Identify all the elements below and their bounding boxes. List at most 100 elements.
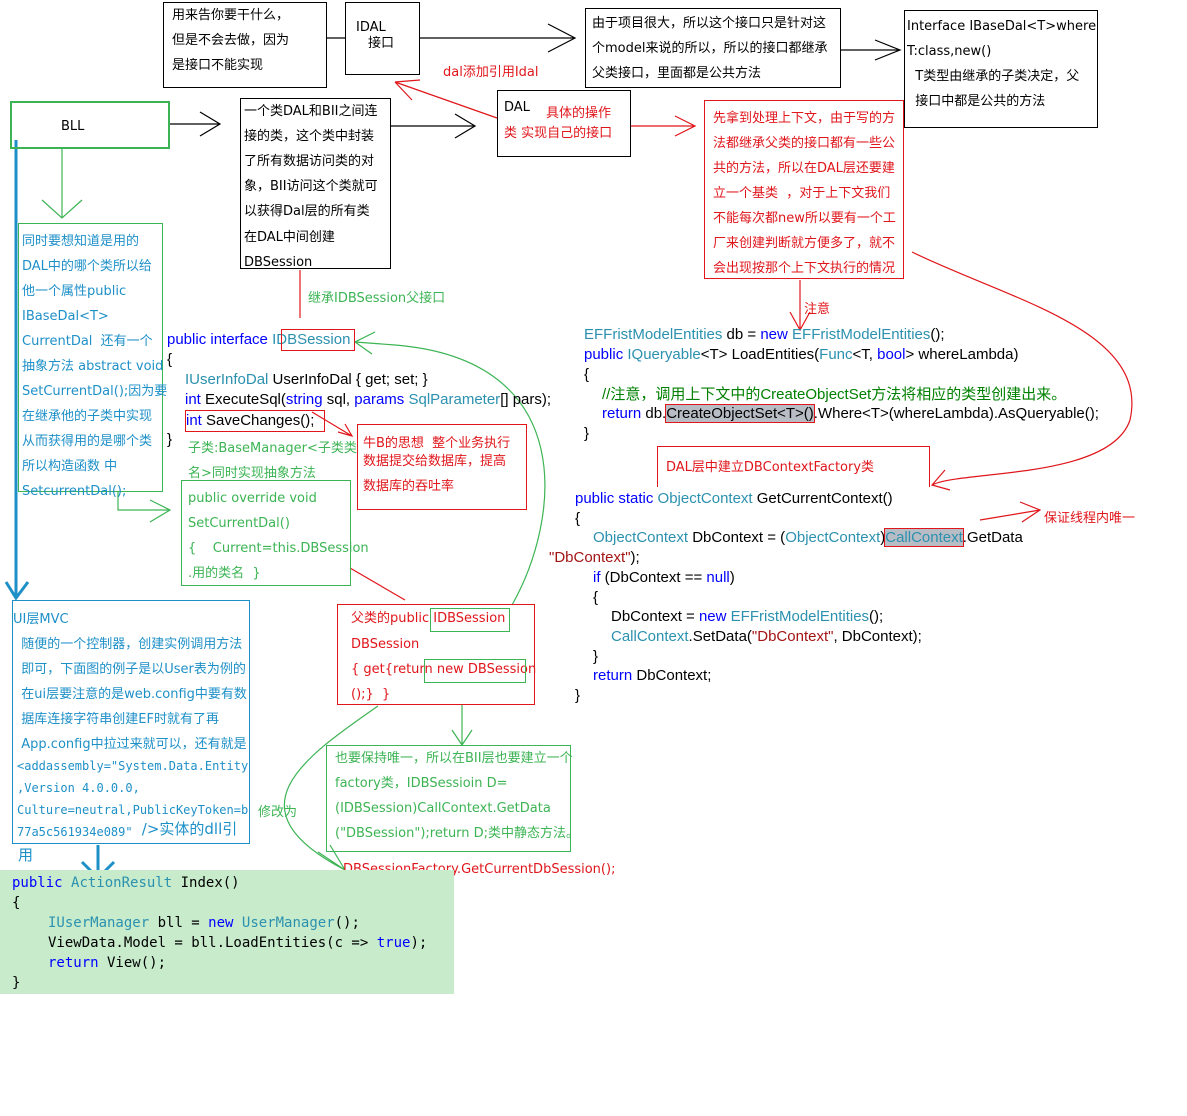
bll-note-line-9: 从而获得用的是哪个类 — [22, 434, 153, 449]
bll-note-line-7: SetCurrentDal();因为要 — [22, 384, 168, 399]
code-factory-line-1: public static ObjectContext GetCurrentCo… — [575, 490, 893, 507]
code-factory-line-8: CallContext.SetData("DbContext", DbConte… — [611, 628, 922, 645]
code-controller-line-6: } — [12, 975, 21, 991]
ibasedal-line-4: 接口中都是公共的方法 — [907, 94, 1046, 109]
ibasedal-line-3: T类型由继承的子类决定，父 — [907, 69, 1080, 84]
code-factory-line-4: "DbContext"); — [549, 549, 640, 566]
arrow-bll-to-note — [41, 148, 83, 219]
purpose-note-box: 用来告你要干什么， 但是不会去做，因为 是接口不能实现 — [163, 2, 327, 88]
code-entities-line-6: } — [584, 425, 590, 442]
arrow-bll-to-dbsession — [170, 111, 222, 137]
idbsession-highlight — [281, 329, 355, 351]
arrow-note-down — [789, 280, 811, 332]
code-interface-line-2: { — [167, 351, 173, 368]
bll-note-line-10: 所以构造函数 中 — [22, 459, 118, 474]
bll-note-box: 同时要想知道是用的 DAL中的哪个类所以给 他一个属性public IBaseD… — [18, 223, 167, 499]
factory-label-box: DAL层中建立DBContextFactory类 — [657, 446, 930, 487]
ui-mvc-mono-2: ,Version 4.0.0.0, — [17, 781, 140, 795]
unit-of-work-line-3: 数据库的吞吐率 — [363, 479, 455, 494]
arrow-idal-to-desc — [420, 23, 577, 53]
parent-prop-line-4: ();} } — [351, 687, 391, 702]
bll-note-line-3: 他一个属性public — [22, 284, 127, 299]
dbsession-desc-line-6: 在DAL中间创建 — [244, 230, 335, 245]
arrow-callcontext-to-unique — [979, 501, 1042, 523]
dbsession-desc-line-2: 接的类，这个类中封装 — [244, 129, 375, 144]
idal-desc-line-2: 个model来说的所以，所以的接口都继承 — [592, 41, 828, 56]
idal-subtitle: 接口 — [368, 36, 395, 51]
override-line-3: { Current=this.DBSession — [188, 541, 369, 556]
dbsession-desc-line-1: 一个类DAL和BII之间连 — [244, 104, 378, 119]
attention-label: 注意 — [804, 302, 831, 317]
code-entities-line-3: { — [584, 366, 590, 383]
line-override-to-parent — [349, 567, 406, 601]
idal-box: IDAL 接口 — [345, 2, 420, 75]
bll-note-line-2: DAL中的哪个类所以给 — [22, 259, 152, 274]
bll-note-line-8: 在继承他的子类中实现 — [22, 409, 153, 424]
parent-prop-line-1: 父类的public IDBSession — [351, 611, 506, 626]
code-controller-line-5: return View(); — [48, 955, 167, 971]
dbsession-desc-line-4: 象，BII访问这个类就可 — [244, 179, 378, 194]
dal-ops-line-1: 具体的操作 — [546, 106, 612, 121]
code-factory-line-2: { — [575, 510, 581, 527]
ui-mvc-line-5: App.config中拉过来就可以，还有就是 — [13, 737, 247, 752]
arrow-parent-to-factory — [451, 705, 473, 747]
ui-mvc-line-3: 在ui层要注意的是web.config中要有数 — [13, 687, 247, 702]
code-factory-line-3: ObjectContext DbContext = (ObjectContext… — [593, 528, 1023, 547]
code-controller-line-2: { — [12, 895, 21, 911]
bll-note-line-11: SetcurrentDal(); — [22, 484, 127, 499]
subclass-note-line-2: 名>同时实现抽象方法 — [188, 466, 316, 481]
factory-label-text: DAL层中建立DBContextFactory类 — [666, 460, 875, 475]
context-line-3: 共的方法，所以在DAL层还要建 — [713, 161, 895, 176]
context-line-5: 不能每次都new所以要有一个工 — [713, 211, 896, 226]
code-factory-line-6: { — [593, 589, 599, 606]
code-entities-line-1: EFFristModelEntities db = new EFFristMod… — [584, 326, 945, 343]
ui-mvc-line-2: 即可，下面图的例子是以User表为例的 — [13, 662, 246, 677]
inherit-label: 继承IDBSession父接口 — [308, 291, 446, 306]
code-controller-line-3: IUserManager bll = new UserManager(); — [48, 915, 360, 931]
unit-of-work-line-1: 牛B的思想 整个业务执行 — [363, 436, 511, 451]
ibasedal-line-2: T:class,new() — [907, 44, 992, 59]
idal-desc-line-1: 由于项目很大，所以这个接口只是针对这 — [592, 16, 827, 31]
ibasedal-line-1: Interface IBaseDal<T>where — [907, 19, 1097, 34]
override-line-2: SetCurrentDal() — [188, 516, 290, 531]
code-entities-line-2: public IQueryable<T> LoadEntities(Func<T… — [584, 346, 1019, 363]
modify-label: 修改为 — [258, 805, 298, 820]
bll-factory-line-3: (IDBSession)CallContext.GetData — [335, 801, 551, 816]
arrow-bll-to-ui — [4, 140, 30, 601]
bll-factory-line-2: factory类，IDBSessioin D= — [335, 776, 508, 791]
context-line-2: 法都继承父类的接口都有一些公 — [713, 136, 896, 151]
override-box: public override void SetCurrentDal() { C… — [181, 480, 369, 586]
ui-mvc-tail: />实体的dll引 — [137, 820, 238, 838]
code-factory-line-11: } — [575, 687, 581, 704]
arrow-dal-to-idal — [394, 79, 498, 119]
purpose-line-1: 用来告你要干什么， — [172, 8, 290, 23]
arrow-dal-to-context — [631, 115, 697, 137]
unit-of-work-line-2: 数据提交给数据库，提高 — [363, 454, 507, 469]
code-entities-line-4: //注意，调用上下文中的CreateObjectSet方法将相应的类型创建出来。 — [602, 386, 1067, 403]
context-line-1: 先拿到处理上下文，由于写的方 — [713, 111, 896, 126]
context-line-4: 立一个基类 ，对于上下文我们 — [713, 186, 891, 201]
code-interface-line-3: IUserInfoDal UserInfoDal { get; set; } — [185, 371, 428, 388]
code-interface-line-1: public interface IDBSession — [167, 331, 351, 348]
idal-desc-line-3: 父类接口，里面都是公共方法 — [592, 66, 762, 81]
parent-property-box: 父类的public IDBSession DBSession { get{ret… — [337, 604, 537, 705]
dbsession-desc-box: 一个类DAL和BII之间连 接的类，这个类中封装 了所有数据访问类的对 象，BI… — [240, 98, 391, 270]
parent-prop-new-highlight — [424, 659, 526, 683]
ui-mvc-mono-3: Culture=neutral,PublicKeyToken=b — [17, 803, 249, 817]
ui-mvc-line-4: 据库连接字符串创建EF时就有了再 — [13, 712, 219, 727]
code-factory-line-7: DbContext = new EFFristModelEntities(); — [611, 608, 884, 625]
subclass-note-line-1: 子类:BaseManager<子类类 — [188, 441, 357, 456]
bll-note-line-6: 抽象方法 abstract void — [22, 359, 164, 374]
ibasedal-box: Interface IBaseDal<T>where T:class,new()… — [904, 10, 1098, 128]
ui-mvc-line-1: 随便的一个控制器，创建实例调用方法 — [13, 637, 243, 652]
ui-mvc-title: UI层MVC — [13, 612, 69, 627]
context-line-7: 会出现按那个上下文执行的情况 — [713, 261, 896, 276]
unique-label: 保证线程内唯一 — [1044, 511, 1136, 526]
arrow-desc-to-ibasedal — [841, 39, 902, 61]
parent-prop-line-3: { get{return new DBSession — [351, 662, 537, 677]
dal-box: DAL 具体的操作 类 实现自己的接口 — [497, 90, 631, 157]
dal-ops-line-2: 类 实现自己的接口 — [504, 126, 613, 141]
code-entities-line-5: return db.CreateObjectSet<T>().Where<T>(… — [602, 404, 1099, 423]
parent-prop-line-2: DBSession — [351, 637, 420, 652]
